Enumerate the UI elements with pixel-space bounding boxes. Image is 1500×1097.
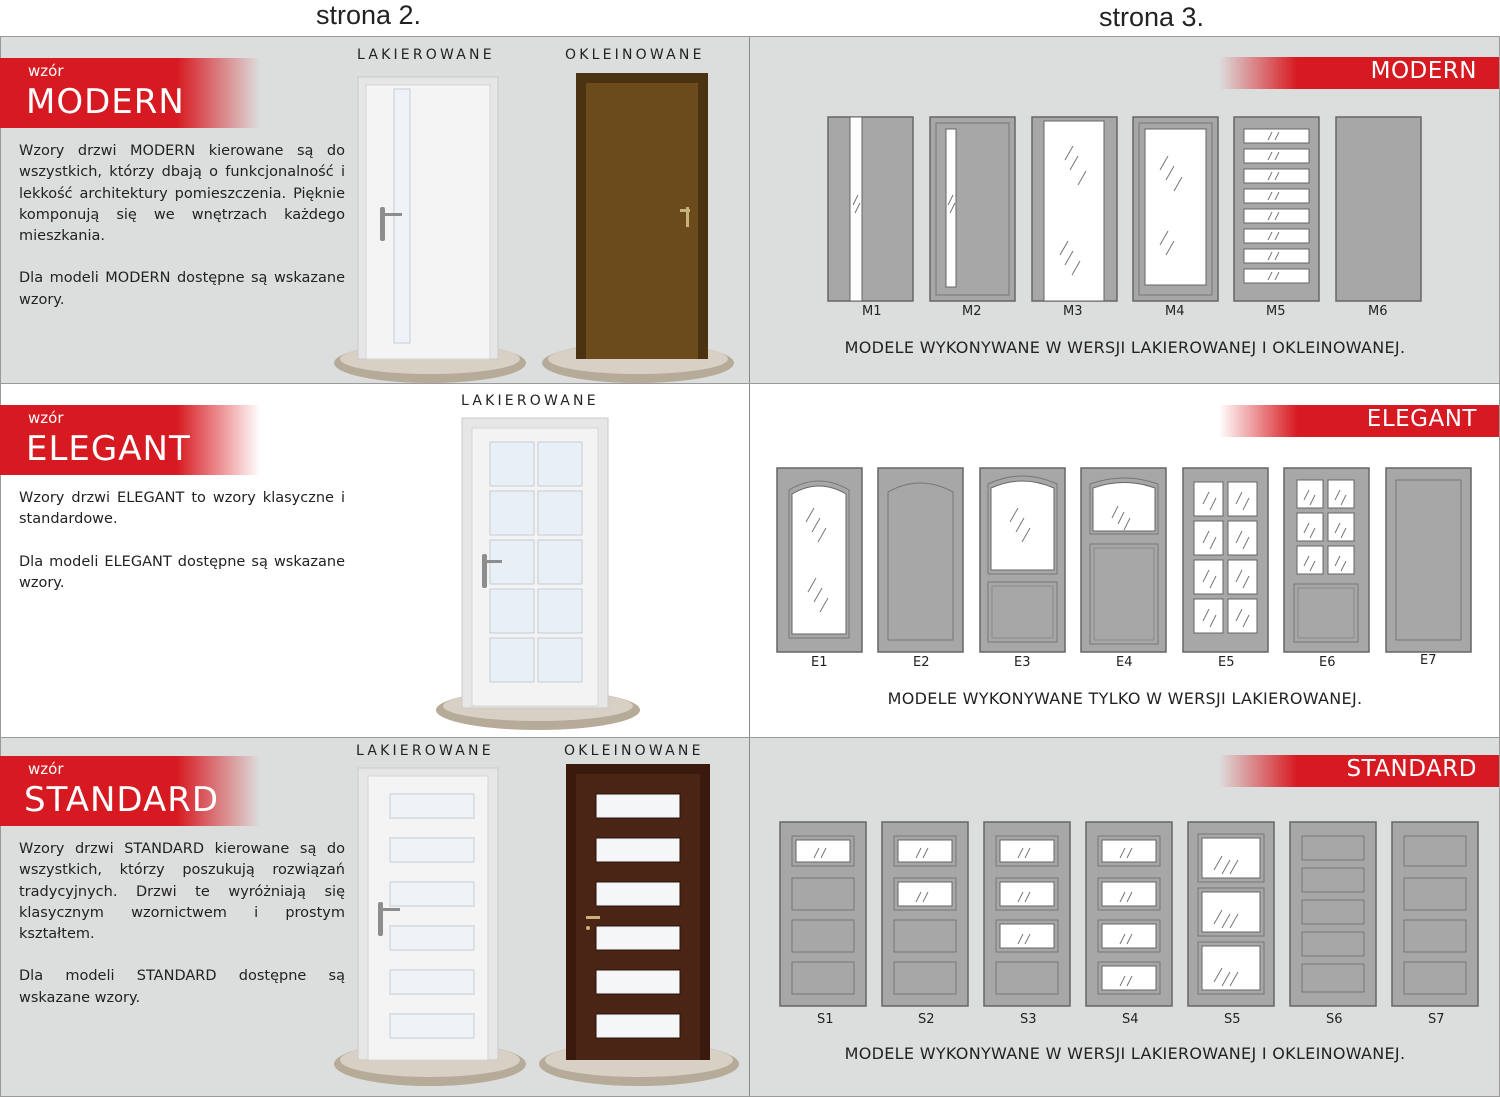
model-code: M2 xyxy=(962,304,982,319)
section-label-elegant: wzór ELEGANT xyxy=(0,405,260,475)
door-photo-modern-veneered xyxy=(542,73,734,383)
series-caption: MODELE WYKONYWANE W WERSJI LAKIEROWANEJ … xyxy=(844,1044,1406,1063)
model-code: M3 xyxy=(1063,304,1083,319)
model-thumb-s3 xyxy=(983,821,1071,1007)
description-paragraph: Dla modeli MODERN dostępne są wskazane w… xyxy=(19,270,345,308)
model-thumb-e6 xyxy=(1283,467,1370,653)
section-elegant: wzór ELEGANT Wzory drzwi ELEGANT to wzor… xyxy=(0,383,1500,737)
model-thumb-s4 xyxy=(1085,821,1173,1007)
model-code: M6 xyxy=(1368,304,1388,319)
finish-label-veneered: OKLEINOWANE xyxy=(564,743,704,759)
description-paragraph: Wzory drzwi MODERN kierowane są do wszys… xyxy=(19,143,345,245)
label-small: wzór xyxy=(28,409,64,427)
model-row-elegant xyxy=(776,467,1472,653)
model-row-modern xyxy=(827,116,1422,302)
model-thumb-m1 xyxy=(827,116,914,302)
model-thumb-m5 xyxy=(1233,116,1320,302)
column-divider xyxy=(749,37,750,383)
model-thumb-m4 xyxy=(1132,116,1219,302)
section-label-modern: wzór MODERN xyxy=(0,58,260,128)
series-title-bar-elegant: ELEGANT xyxy=(1219,405,1499,437)
model-thumb-e7 xyxy=(1385,467,1472,653)
finish-label-lacquered: LAKIEROWANE xyxy=(357,47,495,63)
description-paragraph: Wzory drzwi STANDARD kierowane są do wsz… xyxy=(19,841,345,943)
series-title-bar-modern: MODERN xyxy=(1219,57,1499,89)
model-code: M4 xyxy=(1165,304,1185,319)
model-thumb-m2 xyxy=(929,116,1016,302)
section-standard: wzór STANDARD Wzory drzwi STANDARD kiero… xyxy=(0,737,1500,1097)
model-code: E5 xyxy=(1218,655,1235,670)
column-divider xyxy=(749,738,750,1096)
series-caption: MODELE WYKONYWANE TYLKO W WERSJI LAKIERO… xyxy=(887,689,1363,708)
section-modern: wzór MODERN Wzory drzwi MODERN kierowane… xyxy=(0,36,1500,383)
model-thumb-e3 xyxy=(979,467,1066,653)
finish-label-lacquered: LAKIEROWANE xyxy=(461,393,599,409)
finish-label-veneered: OKLEINOWANE xyxy=(565,47,705,63)
column-divider xyxy=(749,384,750,737)
door-photo-elegant-lacquered xyxy=(436,417,640,730)
model-thumb-e4 xyxy=(1080,467,1167,653)
section-description: Wzory drzwi MODERN kierowane są do wszys… xyxy=(19,141,345,332)
finish-label-lacquered: LAKIEROWANE xyxy=(356,743,494,759)
model-thumb-m3 xyxy=(1031,116,1118,302)
section-description: Wzory drzwi ELEGANT to wzory klasyczne i… xyxy=(19,488,345,615)
model-code: M1 xyxy=(862,304,882,319)
model-code: E2 xyxy=(913,655,930,670)
model-code: S5 xyxy=(1224,1012,1241,1027)
section-label-standard: wzór STANDARD xyxy=(0,756,260,826)
model-code: E1 xyxy=(811,655,828,670)
section-description: Wzory drzwi STANDARD kierowane są do wsz… xyxy=(19,839,345,1030)
model-thumb-s1 xyxy=(779,821,867,1007)
model-thumb-s2 xyxy=(881,821,969,1007)
series-caption: MODELE WYKONYWANE W WERSJI LAKIEROWANEJ … xyxy=(844,338,1406,357)
model-code: S7 xyxy=(1428,1012,1445,1027)
model-thumb-m6 xyxy=(1335,116,1422,302)
description-paragraph: Wzory drzwi ELEGANT to wzory klasyczne i… xyxy=(19,490,345,528)
description-paragraph: Dla modeli ELEGANT dostępne są wskazane … xyxy=(19,553,345,591)
label-big: STANDARD xyxy=(24,780,220,820)
door-photo-modern-lacquered xyxy=(334,76,526,383)
model-code: E4 xyxy=(1116,655,1133,670)
page-label-right: strona 3. xyxy=(1099,2,1205,32)
label-small: wzór xyxy=(28,62,64,80)
label-big: ELEGANT xyxy=(26,429,191,469)
door-photo-standard-lacquered xyxy=(334,767,526,1086)
label-big: MODERN xyxy=(26,82,185,122)
model-thumb-s7 xyxy=(1391,821,1479,1007)
series-title: MODERN xyxy=(1370,58,1477,84)
model-code: E3 xyxy=(1014,655,1031,670)
model-code: S4 xyxy=(1122,1012,1139,1027)
model-thumb-e1 xyxy=(776,467,863,653)
series-title: ELEGANT xyxy=(1366,406,1477,432)
model-thumb-s5 xyxy=(1187,821,1275,1007)
model-code: S3 xyxy=(1020,1012,1037,1027)
model-code: S2 xyxy=(918,1012,935,1027)
model-thumb-s6 xyxy=(1289,821,1377,1007)
model-code: E6 xyxy=(1319,655,1336,670)
model-code: M5 xyxy=(1266,304,1286,319)
model-row-standard xyxy=(779,821,1479,1007)
series-title: STANDARD xyxy=(1346,756,1477,782)
description-paragraph: Dla modeli STANDARD dostępne są wskazane… xyxy=(19,968,345,1006)
model-code: E7 xyxy=(1420,653,1437,668)
model-thumb-e2 xyxy=(877,467,964,653)
series-title-bar-standard: STANDARD xyxy=(1219,755,1499,787)
model-thumb-e5 xyxy=(1182,467,1269,653)
model-code: S1 xyxy=(817,1012,834,1027)
model-code: S6 xyxy=(1326,1012,1343,1027)
page-label-left: strona 2. xyxy=(316,0,422,30)
door-photo-standard-veneered xyxy=(539,764,739,1086)
label-small: wzór xyxy=(28,760,64,778)
